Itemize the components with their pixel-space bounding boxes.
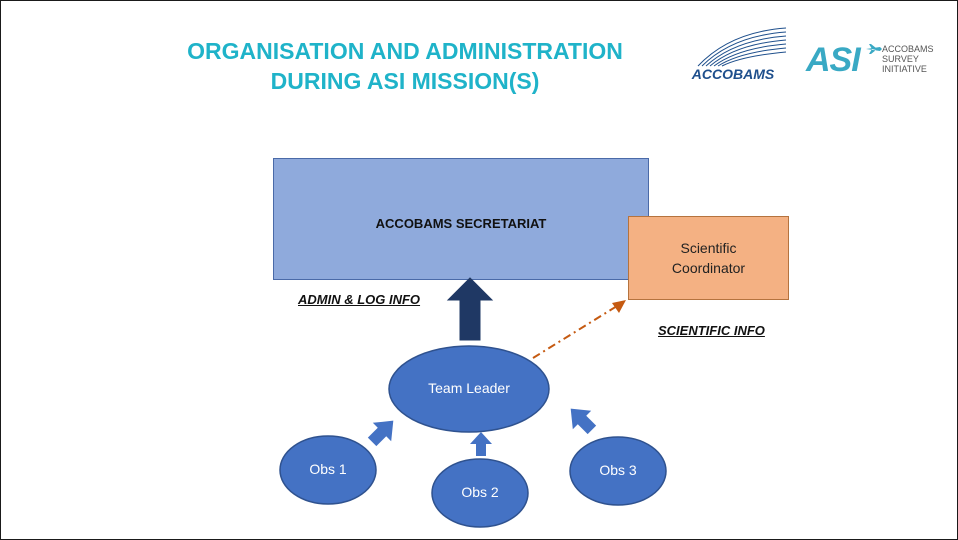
- scientific-arrow-head: [612, 300, 626, 313]
- plane-icon: [866, 44, 882, 54]
- obs2-label: Obs 2: [461, 484, 499, 500]
- coordinator-label: Scientific Coordinator: [628, 238, 789, 278]
- accobams-logo-text: ACCOBAMS: [691, 66, 775, 82]
- scientific-arrow-line: [532, 305, 618, 359]
- obs3-label: Obs 3: [599, 462, 637, 478]
- asi-sub-line-3: INITIATIVE: [882, 64, 927, 74]
- title-line-2: DURING ASI MISSION(S): [270, 68, 540, 94]
- team-leader-label: Team Leader: [428, 380, 510, 396]
- obs3-node: [569, 436, 667, 506]
- obs2-node: [431, 458, 529, 528]
- secretariat-box: [273, 158, 649, 280]
- scientific-info-label: SCIENTIFIC INFO: [658, 323, 765, 338]
- asi-logo-text: ASI: [806, 41, 861, 79]
- admin-info-label: ADMIN & LOG INFO: [298, 292, 421, 307]
- asi-sub-line-1: ACCOBAMS: [882, 44, 934, 54]
- coordinator-label-line-2: Coordinator: [671, 260, 746, 276]
- asi-logo: ASI ACCOBAMS SURVEY INITIATIVE: [806, 40, 956, 80]
- team-leader-node: [388, 345, 550, 433]
- accobams-logo: ACCOBAMS: [690, 24, 790, 86]
- secretariat-label: ACCOBAMS SECRETARIAT: [375, 216, 547, 231]
- asi-sub-line-2: SURVEY: [882, 54, 919, 64]
- obs3-arrow: [570, 408, 597, 435]
- asi-logo-subtitle: ACCOBAMS SURVEY INITIATIVE: [882, 44, 934, 74]
- slide-title: ORGANISATION AND ADMINISTRATION DURING A…: [150, 36, 660, 96]
- accobams-wave-icon: [697, 27, 787, 67]
- obs1-arrow: [367, 420, 394, 447]
- obs1-label: Obs 1: [309, 461, 347, 477]
- coordinator-label-line-1: Scientific: [680, 240, 737, 256]
- obs2-arrow: [470, 432, 492, 456]
- obs1-node: [279, 435, 377, 505]
- title-line-1: ORGANISATION AND ADMINISTRATION: [187, 38, 623, 64]
- admin-arrow: [446, 277, 494, 341]
- coordinator-box: [628, 216, 789, 300]
